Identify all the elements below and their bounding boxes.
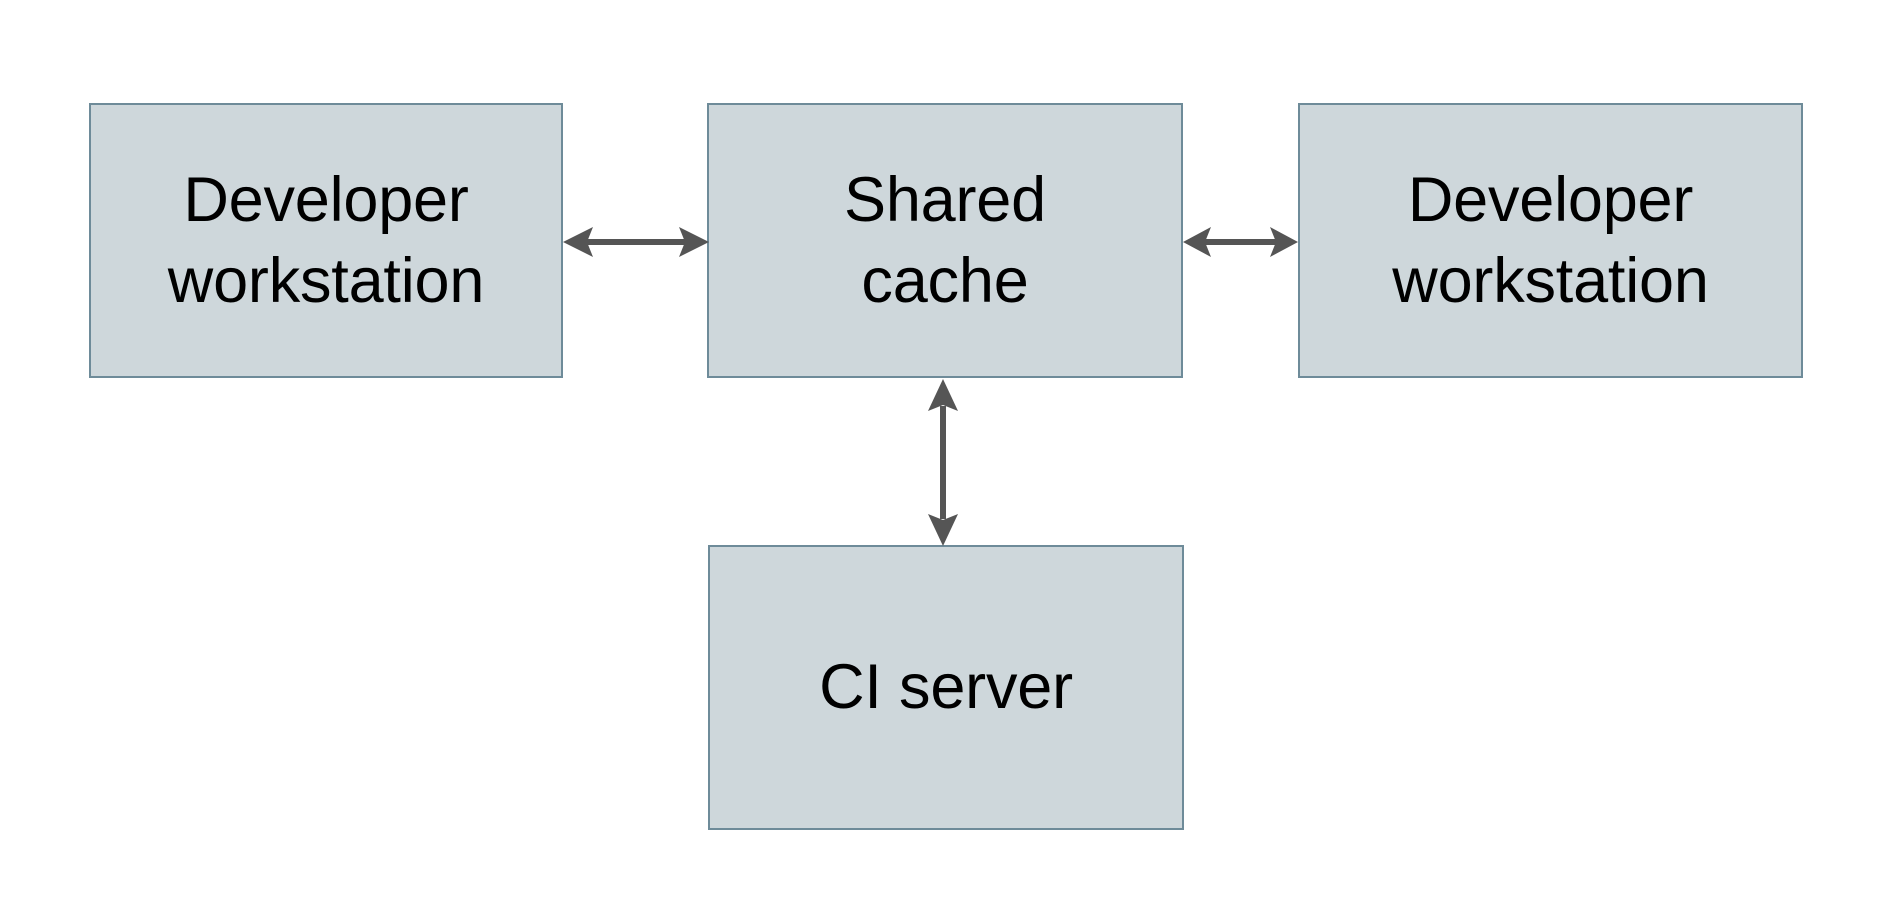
edge-shared-cache-to-dev-workstation-right: [1183, 212, 1298, 272]
node-label: Developer workstation: [167, 164, 485, 316]
node-label: Developer workstation: [1392, 164, 1709, 316]
node-label: Shared cache: [844, 164, 1046, 316]
node-ci-server[interactable]: CI server: [708, 545, 1184, 830]
node-shared-cache[interactable]: Shared cache: [707, 103, 1183, 378]
edge-ci-server-to-shared-cache: [913, 379, 973, 546]
edge-dev-workstation-left-to-shared-cache: [563, 212, 709, 272]
node-dev-workstation-right[interactable]: Developer workstation: [1298, 103, 1803, 378]
node-dev-workstation-left[interactable]: Developer workstation: [89, 103, 563, 378]
node-label: CI server: [819, 652, 1073, 723]
